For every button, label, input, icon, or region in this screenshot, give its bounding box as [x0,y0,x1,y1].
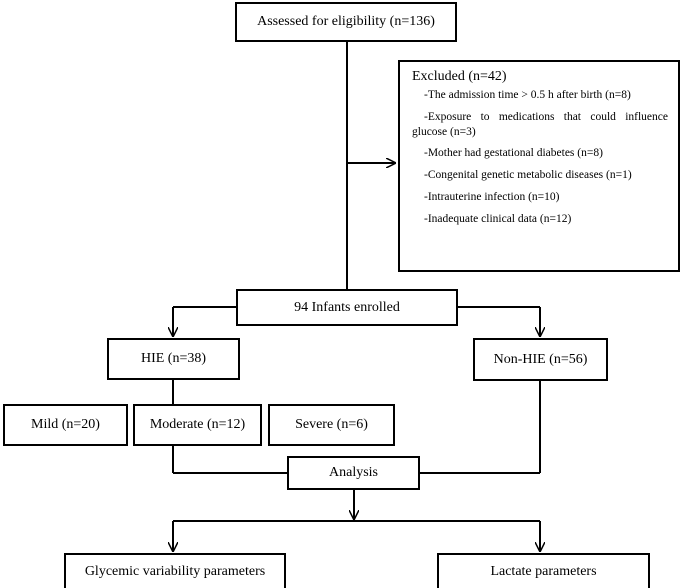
glycemic-box: Glycemic variability parameters [64,553,286,588]
moderate-box: Moderate (n=12) [133,404,262,446]
excluded-title: Excluded (n=42) [412,69,507,84]
severe-box: Severe (n=6) [268,404,395,446]
excluded-item-intrauterine-infection: -Intrauterine infection (n=10) [424,191,560,203]
excluded-item-medications: -Exposure to medications that could infl… [424,111,668,123]
lactate-box: Lactate parameters [437,553,650,588]
hie-box: HIE (n=38) [107,338,240,380]
excluded-item-gestational-diabetes: -Mother had gestational diabetes (n=8) [424,147,603,159]
mild-box: Mild (n=20) [3,404,128,446]
excluded-item-medications-cont: glucose (n=3) [412,126,476,138]
non-hie-box: Non-HIE (n=56) [473,338,608,381]
assessed-box: Assessed for eligibility (n=136) [235,2,457,42]
excluded-item-admission-time: -The admission time > 0.5 h after birth … [424,89,631,101]
excluded-item-inadequate-data: -Inadequate clinical data (n=12) [424,213,572,225]
excluded-item-metabolic-diseases: -Congenital genetic metabolic diseases (… [424,169,632,181]
excluded-box: Excluded (n=42) -The admission time > 0.… [398,60,680,272]
analysis-box: Analysis [287,456,420,490]
enrolled-box: 94 Infants enrolled [236,289,458,326]
